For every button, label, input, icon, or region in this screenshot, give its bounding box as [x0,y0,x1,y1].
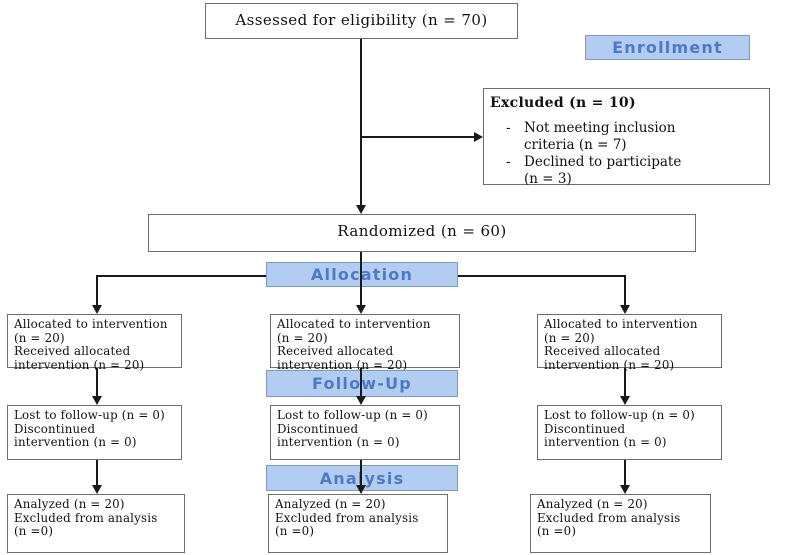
lost-followup-box-center: Lost to follow-up (n = 0) Discontinued i… [270,405,460,460]
arrowhead-down-icon [356,305,366,314]
connector-followup-to-analysis-right [624,460,626,485]
enrollment-stage-label: Enrollment [585,35,750,60]
connector-allocation-right [624,275,626,305]
follow-up-stage-label: Follow-Up [266,370,458,397]
analyzed-text: Analyzed (n = 20) Excluded from analysis… [275,497,419,539]
connector-allocated-to-followup-left [96,368,98,396]
excluded-item: - Not meeting inclusion criteria (n = 7) [490,120,763,154]
arrowhead-down-icon [92,485,102,494]
excluded-title: Excluded (n = 10) [490,95,636,111]
excluded-item-text: Not meeting inclusion criteria (n = 7) [524,120,676,153]
excluded-item: - Declined to participate (n = 3) [490,154,763,188]
connector-followup-to-analysis-center [360,460,362,485]
allocated-text: Allocated to intervention (n = 20) Recei… [277,317,431,373]
lost-followup-text: Lost to follow-up (n = 0) Discontinued i… [277,408,428,450]
arrowhead-down-icon [92,305,102,314]
lost-followup-text: Lost to follow-up (n = 0) Discontinued i… [544,408,695,450]
allocated-box-center: Allocated to intervention (n = 20) Recei… [270,314,460,372]
excluded-item-text: Declined to participate (n = 3) [524,153,682,187]
connector-followup-to-analysis-left [96,460,98,485]
enrollment-stage-text: Enrollment [612,38,723,57]
analyzed-text: Analyzed (n = 20) Excluded from analysis… [14,497,158,539]
lost-followup-box-left: Lost to follow-up (n = 0) Discontinued i… [7,405,182,460]
connector-allocated-to-followup-center [360,368,362,396]
allocation-stage-label: Allocation [266,262,458,287]
randomized-box: Randomized (n = 60) [148,214,696,252]
analyzed-box-left: Analyzed (n = 20) Excluded from analysis… [7,494,185,553]
analyzed-text: Analyzed (n = 20) Excluded from analysis… [537,497,681,539]
dash-bullet: - [506,120,511,136]
excluded-list: - Not meeting inclusion criteria (n = 7)… [490,120,763,188]
allocated-text: Allocated to intervention (n = 20) Recei… [544,317,698,373]
excluded-box: Excluded (n = 10) - Not meeting inclusio… [483,88,770,188]
analyzed-box-center: Analyzed (n = 20) Excluded from analysis… [268,494,448,553]
connector-assessed-to-randomized [360,39,362,206]
connector-allocated-to-followup-right [624,368,626,396]
follow-up-stage-text: Follow-Up [312,374,412,393]
arrowhead-down-icon [356,205,366,214]
allocated-box-right: Allocated to intervention (n = 20) Recei… [537,314,722,372]
assessed-eligibility-box: Assessed for eligibility (n = 70) [205,3,518,39]
analyzed-box-right: Analyzed (n = 20) Excluded from analysis… [530,494,711,553]
arrowhead-down-icon [356,485,366,494]
arrowhead-down-icon [620,396,630,405]
arrowhead-down-icon [620,485,630,494]
allocated-text: Allocated to intervention (n = 20) Recei… [14,317,168,373]
connector-randomized-to-allocation [360,252,362,305]
arrowhead-down-icon [620,305,630,314]
connector-to-excluded [361,136,474,138]
connector-allocation-left [96,275,98,305]
arrowhead-right-icon [474,132,483,142]
randomized-text: Randomized (n = 60) [337,222,507,240]
arrowhead-down-icon [92,396,102,405]
lost-followup-box-right: Lost to follow-up (n = 0) Discontinued i… [537,405,722,460]
assessed-eligibility-text: Assessed for eligibility (n = 70) [235,11,488,29]
dash-bullet: - [506,153,511,170]
lost-followup-text: Lost to follow-up (n = 0) Discontinued i… [14,408,165,450]
allocated-box-left: Allocated to intervention (n = 20) Recei… [7,314,182,372]
arrowhead-down-icon [356,396,366,405]
